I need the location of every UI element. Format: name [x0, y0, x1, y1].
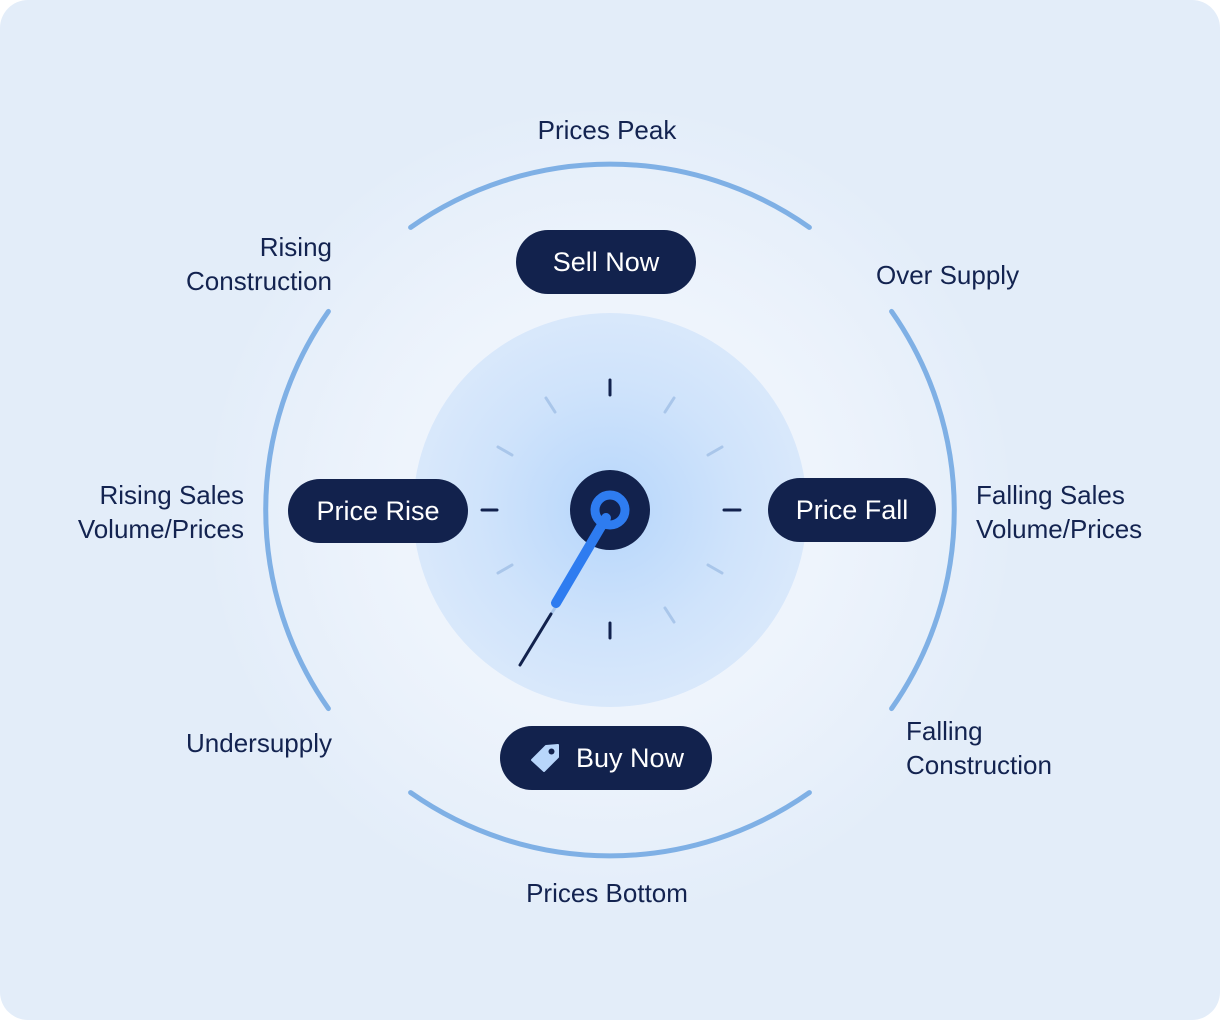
- tick-11: [544, 396, 557, 414]
- tick-10: [496, 445, 514, 457]
- arc-left: [263, 308, 331, 712]
- clock-hand-pivot-ring: [590, 490, 630, 530]
- label-undersupply: Undersupply: [186, 728, 332, 758]
- tick-4: [706, 563, 724, 575]
- label-prices-bottom: Prices Bottom: [526, 878, 688, 908]
- clock-hub: [570, 470, 650, 550]
- tick-5: [663, 606, 676, 624]
- label-rising-sales: Rising Sales Volume/Prices: [77, 480, 244, 544]
- sell-now-button[interactable]: Sell Now: [516, 230, 696, 294]
- label-falling-construction: Falling Construction: [906, 716, 1052, 780]
- tick-2: [706, 445, 724, 457]
- label-over-supply: Over Supply: [876, 260, 1020, 290]
- tick-1: [663, 396, 676, 414]
- clock-hand: [551, 513, 611, 608]
- label-falling-sales: Falling Sales Volume/Prices: [976, 480, 1143, 544]
- sell-now-label: Sell Now: [552, 246, 660, 277]
- label-rising-construction: Rising Construction: [186, 232, 332, 296]
- label-prices-peak: Prices Peak: [537, 115, 677, 145]
- arc-right: [889, 308, 957, 712]
- price-rise-label: Price Rise: [316, 495, 440, 526]
- buy-now-button[interactable]: Buy Now: [500, 726, 712, 790]
- tick-8: [496, 563, 514, 575]
- arc-bottom: [408, 790, 812, 859]
- price-tag-icon: [530, 744, 559, 772]
- buy-now-label: Buy Now: [575, 742, 685, 773]
- arc-top: [408, 161, 812, 230]
- price-fall-label: Price Fall: [795, 494, 909, 525]
- price-fall-button[interactable]: Price Fall: [768, 478, 936, 542]
- price-rise-button[interactable]: Price Rise: [288, 479, 468, 543]
- clock-hand-tail: [518, 612, 553, 667]
